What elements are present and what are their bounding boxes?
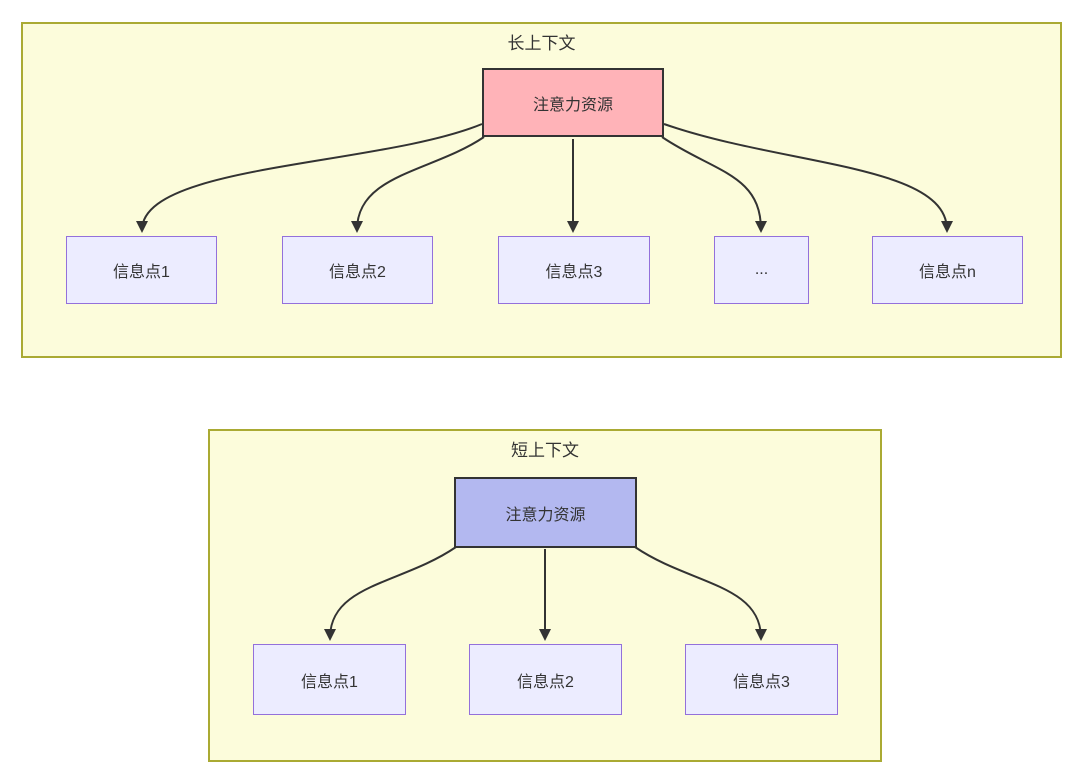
short-info-box-3: 信息点3 xyxy=(685,644,838,715)
short-info-box-1: 信息点1 xyxy=(253,644,406,715)
short-attention-box: 注意力资源 xyxy=(454,477,637,548)
long-info-box-n: 信息点n xyxy=(872,236,1023,304)
long-info-box-1: 信息点1 xyxy=(66,236,217,304)
long-info-box-ellipsis: ... xyxy=(714,236,809,304)
long-context-title: 长上下文 xyxy=(507,34,576,53)
short-context-title: 短上下文 xyxy=(511,441,579,460)
long-info-box-3: 信息点3 xyxy=(498,236,650,304)
short-info-box-2: 信息点2 xyxy=(469,644,622,715)
long-attention-box: 注意力资源 xyxy=(482,68,664,137)
long-info-box-2: 信息点2 xyxy=(282,236,433,304)
